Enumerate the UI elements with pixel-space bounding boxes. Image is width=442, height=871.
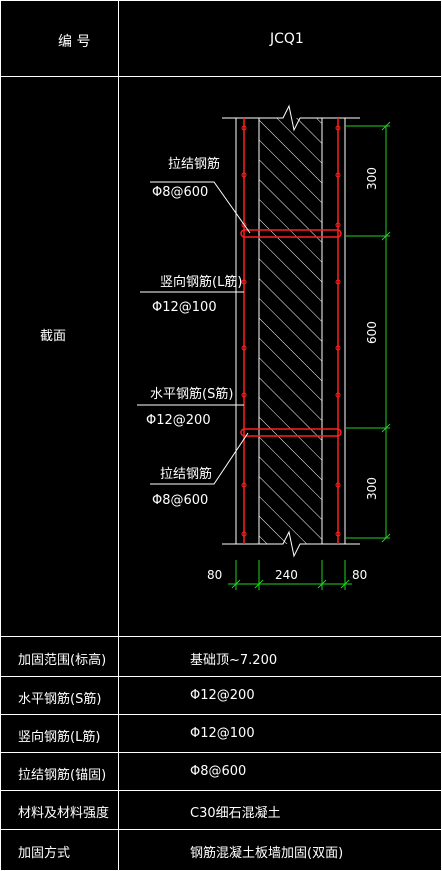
annotation-spec-3: Φ12@200 — [146, 413, 211, 428]
annotation-spec-2: Φ12@100 — [152, 300, 217, 315]
section-label: 截面 — [40, 329, 67, 344]
annotation-name-1: 拉结钢筋 — [168, 156, 220, 172]
row-divider — [0, 790, 442, 791]
row-value-horizontal-rebar: Φ12@200 — [190, 688, 255, 703]
annotation-spec-4: Φ8@600 — [152, 493, 208, 508]
annotation-name-3: 水平钢筋(S筋) — [150, 386, 233, 402]
rebar-dots — [241, 125, 341, 537]
row-label-tie-rebar: 拉结钢筋(锚固) — [18, 768, 107, 783]
row-divider — [0, 636, 442, 637]
wall-section-drawing: 拉结钢筋 Φ8@600 竖向钢筋(L筋) Φ12@100 水平钢筋(S筋) Φ1… — [137, 104, 391, 590]
row-label-material: 材料及材料强度 — [18, 806, 110, 821]
dim-horizontal-3: 80 — [352, 568, 367, 582]
row-value-range: 基础顶~7.200 — [190, 653, 278, 668]
leader-line-4 — [150, 432, 249, 485]
row-divider — [0, 714, 442, 715]
row-value-method: 钢筋混凝土板墙加固(双面) — [190, 846, 344, 861]
border-left — [0, 0, 1, 871]
dim-horizontal-1: 80 — [207, 568, 222, 582]
break-line-bottom — [222, 530, 360, 558]
row-divider — [0, 676, 442, 677]
leader-line-1 — [150, 181, 251, 234]
row-divider — [0, 829, 442, 830]
border-top — [0, 0, 442, 1]
row-label-horizontal-rebar: 水平钢筋(S筋) — [18, 692, 102, 707]
row-value-tie-rebar: Φ8@600 — [190, 764, 247, 779]
row-label-method: 加固方式 — [18, 846, 71, 861]
horizontal-dimension — [228, 560, 352, 590]
row-divider — [0, 752, 442, 753]
row-label-vertical-rebar: 竖向钢筋(L筋) — [18, 730, 101, 745]
masonry-core — [259, 118, 322, 544]
row-label-range: 加固范围(标高) — [18, 653, 107, 668]
tie-bar-upper — [240, 229, 342, 238]
annotation-name-4: 拉结钢筋 — [160, 466, 212, 482]
column-divider — [118, 0, 119, 871]
header-label: 编 号 — [58, 34, 91, 50]
vertical-dimension — [345, 121, 391, 543]
dim-vertical-3: 300 — [365, 477, 379, 500]
dim-vertical-1: 300 — [365, 167, 379, 190]
row-divider — [0, 76, 442, 77]
break-line-top — [222, 104, 360, 132]
row-value-vertical-rebar: Φ12@100 — [190, 726, 255, 741]
dim-vertical-2: 600 — [365, 321, 379, 344]
row-value-material: C30细石混凝土 — [190, 806, 281, 821]
annotation-name-2: 竖向钢筋(L筋) — [160, 274, 242, 290]
dim-horizontal-2: 240 — [275, 568, 298, 582]
header-value: JCQ1 — [270, 31, 304, 47]
annotation-spec-1: Φ8@600 — [152, 185, 208, 200]
tie-bar-lower — [240, 428, 342, 437]
